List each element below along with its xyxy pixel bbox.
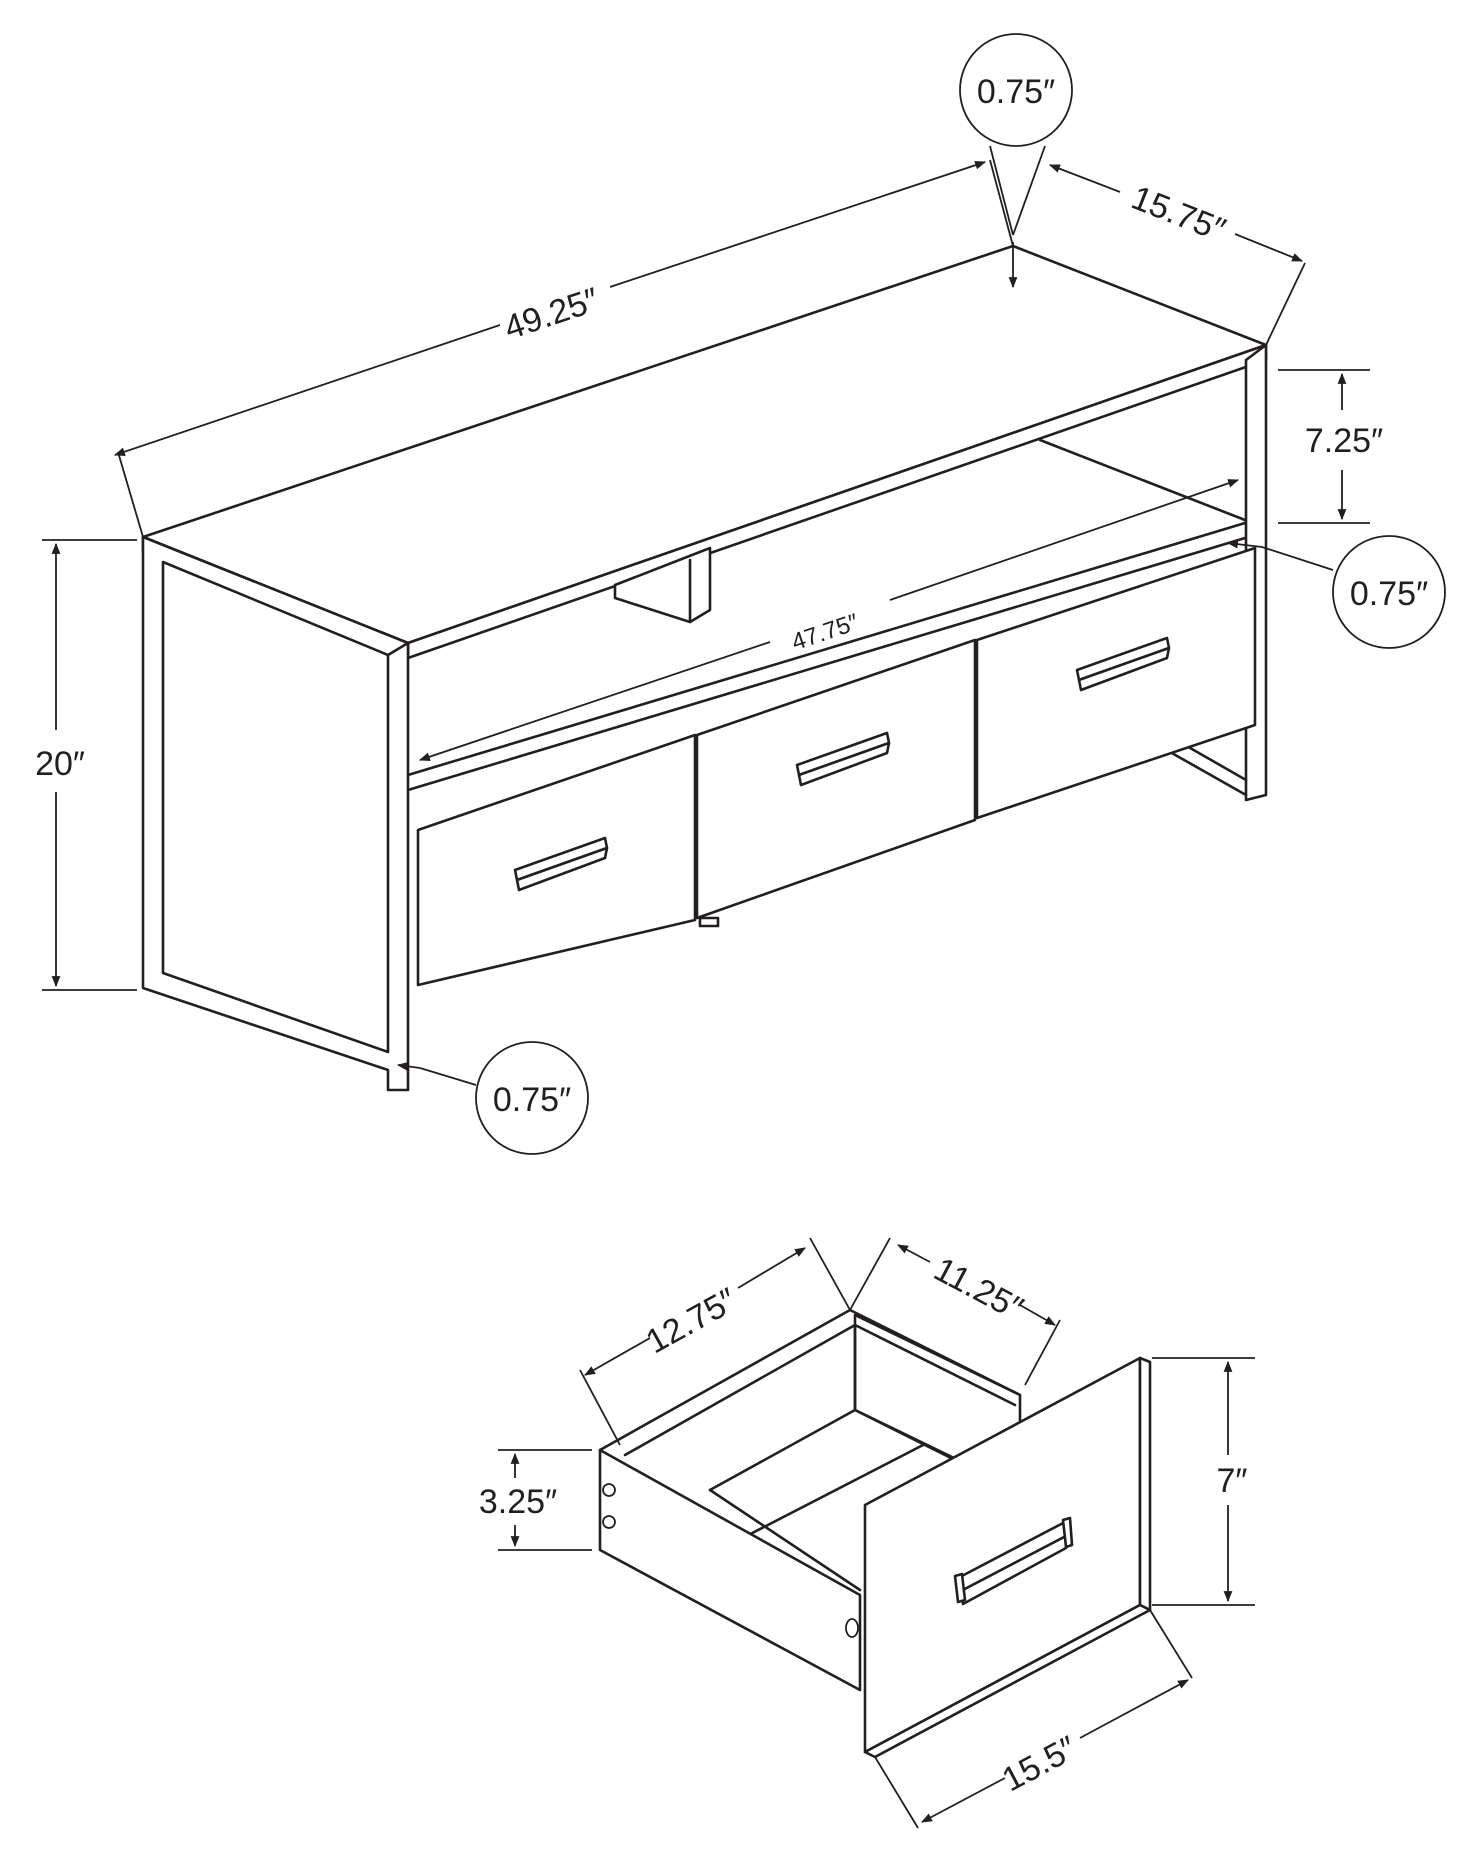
label-drawer-front-height: 7″: [1217, 1462, 1248, 1500]
drawer-handle-icon: [953, 1516, 1074, 1606]
inner-shelf-top: [406, 518, 1257, 777]
label-overall-depth: 15.75″: [1126, 179, 1230, 250]
dim-drawer-side-height: 3.25″: [479, 1449, 592, 1551]
label-overall-width: 49.25″: [500, 281, 604, 348]
label-drawer-front-width: 15.5″: [996, 1729, 1083, 1799]
callout-leg-thickness: 0.75″: [396, 1041, 589, 1155]
left-leg-frame-inner: [161, 560, 390, 1054]
tv-stand: [141, 244, 1268, 1092]
drawer-right: [975, 546, 1257, 820]
center-divider: [613, 546, 712, 624]
drawer-side-left: [598, 1448, 862, 1692]
drawer-detail: [598, 1308, 1152, 1759]
handle-left-icon: [513, 836, 609, 892]
dim-overall-height: 20″: [35, 539, 137, 991]
label-shelf-thickness: 0.75″: [1350, 575, 1428, 613]
label-leg-thickness: 0.75″: [493, 1081, 571, 1119]
callout-shelf-thickness: 0.75″: [1226, 535, 1446, 649]
back-shelf-edge: [1038, 438, 1247, 522]
handle-right-icon: [1075, 636, 1171, 692]
dim-drawer-front-height: 7″: [1152, 1357, 1255, 1606]
drawer-bottom-line: [708, 1488, 862, 1592]
label-top-thickness: 0.75″: [977, 73, 1055, 111]
label-overall-height: 20″: [35, 745, 85, 783]
label-drawer-side-height: 3.25″: [479, 1483, 557, 1521]
drawer-center: [695, 638, 977, 920]
label-drawer-outer-depth: 12.75″: [640, 1281, 743, 1361]
inner-shelf-front: [406, 533, 1257, 792]
handle-center-icon: [795, 731, 891, 787]
label-drawer-inner-depth: 11.25″: [928, 1250, 1029, 1328]
dim-shelf-clearance: 7.25″: [1278, 369, 1383, 524]
callout-top-thickness: 0.75″: [959, 33, 1073, 289]
label-shelf-clearance: 7.25″: [1305, 422, 1383, 460]
